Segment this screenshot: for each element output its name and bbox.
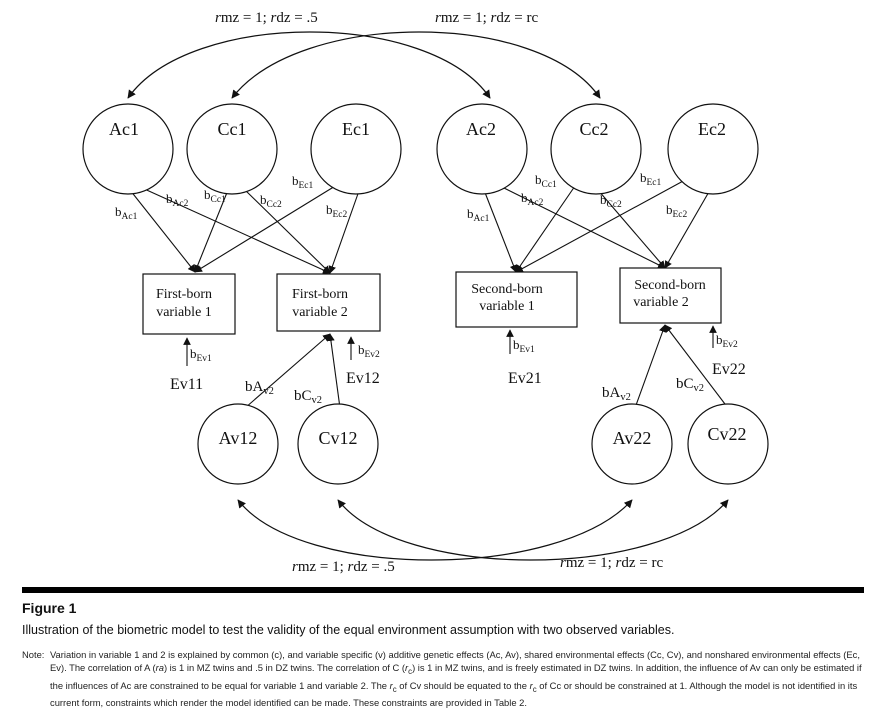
box-second-born-variable-2 bbox=[619, 267, 722, 324]
box-fb2-line2: variable 2 bbox=[292, 305, 348, 320]
label-bac1-left: bAc1 bbox=[115, 204, 138, 222]
node-cc2 bbox=[550, 103, 642, 195]
box-fb2-line1: First-born bbox=[292, 287, 348, 302]
node-label-cc2: Cc2 bbox=[580, 119, 609, 139]
node-ac2 bbox=[436, 103, 528, 195]
node-label-ac2: Ac2 bbox=[466, 119, 496, 139]
node-ec2 bbox=[667, 103, 759, 195]
label-bcv2-left: bCv2 bbox=[294, 388, 322, 406]
path-av12-fb2 bbox=[244, 333, 331, 409]
node-av22 bbox=[591, 403, 673, 485]
path-labels-left: bAc1 bAc2 bCc1 bCc2 bEc1 bEc2 bbox=[115, 173, 348, 222]
box-first-born-variable-2 bbox=[276, 273, 381, 332]
bottom-path-lines bbox=[244, 324, 729, 409]
label-bac1-right: bAc1 bbox=[467, 206, 490, 224]
node-label-cc1: Cc1 bbox=[218, 119, 247, 139]
error-labels: bEv1 bEv2 bEv1 bEv2 bbox=[190, 332, 738, 364]
label-bcc2-left: bCc2 bbox=[260, 192, 282, 210]
figure-divider-rule bbox=[22, 587, 864, 593]
error-ev12: Ev12 bbox=[346, 370, 380, 387]
corr-arc-bottom-c bbox=[337, 499, 729, 561]
error-ev21: Ev21 bbox=[508, 370, 542, 387]
label-bcc1-right: bCc1 bbox=[535, 172, 557, 190]
correlation-arrows bbox=[127, 31, 729, 561]
box-sb1-line1: Second-born bbox=[471, 282, 543, 297]
path-cc1-fb1 bbox=[194, 189, 229, 273]
node-av12 bbox=[197, 403, 279, 485]
node-label-cv12: Cv12 bbox=[318, 428, 357, 448]
corr-arc-top-a bbox=[127, 31, 491, 99]
path-av22-sb2 bbox=[634, 324, 667, 409]
node-ec1 bbox=[310, 103, 402, 195]
label-bac2-right: bAc2 bbox=[521, 190, 544, 208]
bottom-latent-nodes: Av12 Cv12 Av22 Cv22 bbox=[197, 403, 769, 485]
figure-title: Illustration of the biometric model to t… bbox=[22, 623, 675, 637]
path-ec1-fb2 bbox=[328, 187, 361, 274]
path-cc2-sb2 bbox=[597, 189, 666, 269]
label-bev1-right: bEv1 bbox=[513, 337, 535, 355]
path-ac1-fb1 bbox=[129, 189, 196, 273]
observed-variables: First-born variable 1 First-born variabl… bbox=[142, 267, 722, 335]
corr-arc-bottom-a bbox=[237, 499, 633, 561]
corr-label-bottom-left: rmz = 1; rdz = .5 bbox=[292, 559, 395, 575]
error-arrows bbox=[183, 325, 717, 366]
path-labels-right: bAc1 bCc1 bAc2 bCc2 bEc1 bEc2 bbox=[467, 170, 688, 224]
corr-arc-top-c bbox=[231, 31, 601, 99]
label-bev1-left: bEv1 bbox=[190, 346, 212, 364]
label-bcv2-right: bCv2 bbox=[676, 376, 704, 394]
corr-label-top-left: rmz = 1; rdz = .5 bbox=[215, 10, 318, 26]
box-first-born-variable-1 bbox=[142, 273, 236, 335]
top-latent-nodes: Ac1 Cc1 Ec1 Ac2 Cc2 Ec2 bbox=[82, 103, 759, 195]
box-second-born-variable-1 bbox=[455, 271, 578, 328]
label-bec2-left: bEc2 bbox=[326, 202, 348, 220]
path-cc2-sb1 bbox=[515, 185, 576, 273]
node-cc1 bbox=[186, 103, 278, 195]
node-label-cv22: Cv22 bbox=[707, 424, 746, 444]
error-ev22: Ev22 bbox=[712, 361, 746, 378]
label-bev2-left: bEv2 bbox=[358, 342, 380, 360]
label-bev2-right: bEv2 bbox=[716, 332, 738, 350]
label-bac2-left: bAc2 bbox=[166, 191, 189, 209]
node-cv12 bbox=[297, 403, 379, 485]
label-bav2-left: bAv2 bbox=[245, 379, 274, 397]
node-label-av12: Av12 bbox=[219, 428, 258, 448]
label-bec2-right: bEc2 bbox=[666, 202, 688, 220]
path-ec2-sb2 bbox=[664, 189, 711, 269]
figure-label: Figure 1 bbox=[22, 600, 77, 616]
corr-label-top-right: rmz = 1; rdz = rc bbox=[435, 10, 539, 26]
box-fb1-line1: First-born bbox=[156, 287, 212, 302]
path-ac1-fb2 bbox=[139, 186, 331, 274]
label-bcc2-right: bCc2 bbox=[600, 192, 622, 210]
corr-label-bottom-right: rmz = 1; rdz = rc bbox=[560, 555, 664, 571]
path-cv22-sb2 bbox=[664, 324, 729, 409]
path-ac2-sb1 bbox=[483, 189, 518, 273]
node-label-ac1: Ac1 bbox=[109, 119, 139, 139]
top-path-lines bbox=[129, 179, 711, 274]
note-body: Variation in variable 1 and 2 is explain… bbox=[50, 649, 862, 708]
figure-note: Note: Variation in variable 1 and 2 is e… bbox=[22, 648, 864, 709]
label-bec1-right: bEc1 bbox=[640, 170, 662, 188]
path-ec1-fb1 bbox=[194, 179, 346, 273]
node-cv22 bbox=[687, 403, 769, 485]
node-label-ec1: Ec1 bbox=[342, 119, 370, 139]
path-ec2-sb1 bbox=[515, 179, 686, 273]
label-bec1-left: bEc1 bbox=[292, 173, 314, 191]
error-ev11: Ev11 bbox=[170, 376, 203, 393]
label-bav2-right: bAv2 bbox=[602, 385, 631, 403]
box-sb1-line2: variable 1 bbox=[479, 299, 535, 314]
box-fb1-line2: variable 1 bbox=[156, 305, 212, 320]
box-sb2-line1: Second-born bbox=[634, 278, 706, 293]
path-ac2-sb2 bbox=[499, 185, 666, 269]
path-cv12-fb2 bbox=[327, 333, 341, 409]
node-label-ec2: Ec2 bbox=[698, 119, 726, 139]
label-bcc1-left: bCc1 bbox=[204, 187, 226, 205]
note-label: Note: bbox=[22, 649, 45, 660]
path-cc1-fb2 bbox=[244, 189, 331, 274]
box-sb2-line2: variable 2 bbox=[633, 295, 689, 310]
node-label-av22: Av22 bbox=[613, 428, 652, 448]
node-ac1 bbox=[82, 103, 174, 195]
